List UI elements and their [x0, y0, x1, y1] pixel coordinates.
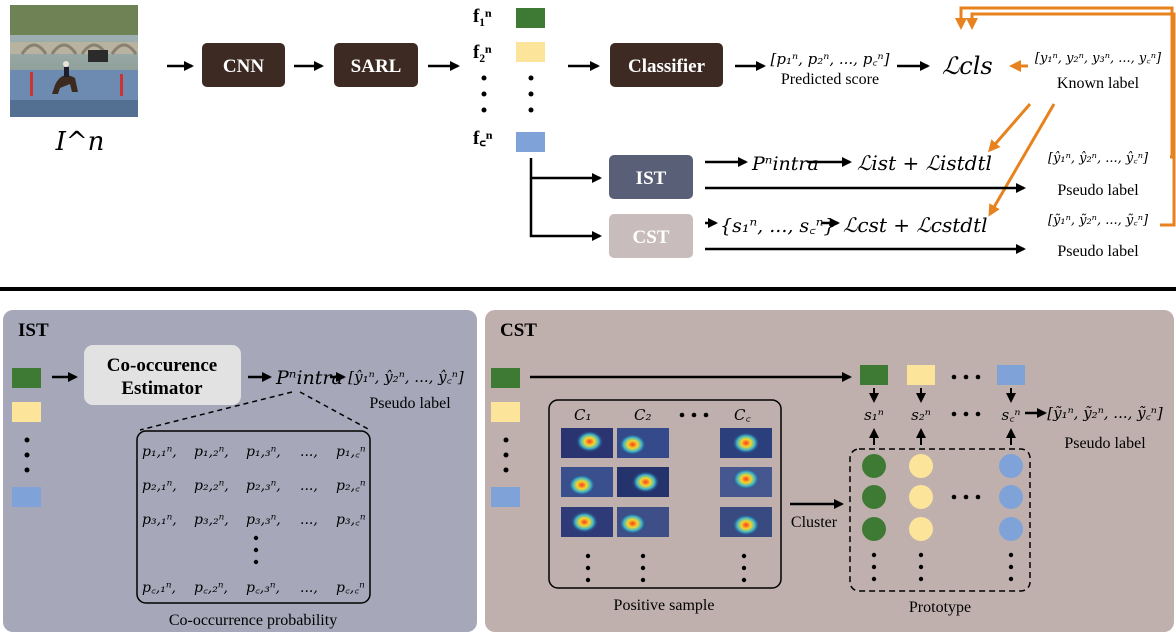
matrix-cell: ...,	[300, 512, 318, 528]
predicted-vector: [p₁ⁿ, p₂ⁿ, ..., p꜀ⁿ]	[771, 50, 890, 68]
feature-block-yellow	[516, 42, 545, 62]
matrix-cell: p₂,₂ⁿ,	[194, 478, 229, 494]
class-header-c: C꜀	[734, 406, 751, 424]
matrix-cell: p₃,₂ⁿ,	[194, 512, 229, 528]
prototype-circles	[862, 454, 1023, 541]
known-label-vector: [y₁ⁿ, y₂ⁿ, y₃ⁿ, ..., y꜀ⁿ]	[1035, 51, 1162, 66]
co-occurrence-matrix	[136, 430, 371, 604]
cst-panel-tilde-vector: [ỹ₁ⁿ, ỹ₂ⁿ, ..., ỹ꜀ⁿ]	[1047, 404, 1163, 422]
input-caption: I^n	[55, 127, 105, 157]
svg-text:Classifier: Classifier	[628, 56, 706, 77]
s-set: {s₁ⁿ, ..., s꜀ⁿ}	[720, 215, 836, 237]
loss-ist: ℒist + ℒistdtl	[857, 151, 992, 175]
positive-sample-label: Positive sample	[614, 597, 715, 614]
ist-panel-pseudo-label: Pseudo label	[369, 395, 451, 412]
heatmap-thumbnail	[561, 467, 613, 497]
score-s2: s₂ⁿ	[911, 406, 931, 424]
positive-sample-box	[548, 399, 782, 589]
feature-label-1: f₁ⁿ	[473, 6, 492, 27]
heatmap-thumbnail	[720, 507, 772, 537]
svg-text:IST: IST	[636, 168, 667, 189]
matrix-cell: p₃,₁ⁿ,	[142, 512, 177, 528]
ist-panel-title: IST	[18, 320, 49, 341]
feature-vdots	[481, 75, 534, 113]
co-occurrence-estimator	[84, 345, 241, 405]
heatmap-thumbnail	[720, 428, 772, 458]
p-intra-top: Pⁿintra	[751, 153, 819, 175]
matrix-cell: p₁,₁ⁿ,	[142, 444, 177, 460]
matrix-cell: p₂,₁ⁿ,	[142, 478, 177, 494]
cst-tilde-vector: [ỹ₁ⁿ, ỹ₂ⁿ, ..., ỹ꜀ⁿ]	[1048, 213, 1149, 228]
cst-panel: CST C₁ C₂ C꜀ Positive sample Cluster s₁ⁿ…	[485, 310, 1174, 632]
ist-pseudo-label: Pseudo label	[1057, 182, 1139, 199]
class-header-2: C₂	[634, 406, 652, 424]
matrix-cell: ...,	[300, 478, 318, 494]
ist-block: IST	[609, 155, 693, 199]
matrix-cell: p₁,₂ⁿ,	[194, 444, 229, 460]
matrix-cell: p₁,₃ⁿ,	[246, 444, 281, 460]
input-image	[10, 5, 138, 117]
predicted-score-label: Predicted score	[781, 71, 879, 88]
cst-block: CST	[609, 214, 693, 258]
svg-text:CST: CST	[633, 227, 670, 248]
matrix-cell: p₂,₃ⁿ,	[246, 478, 281, 494]
matrix-cell: p꜀,₁ⁿ,	[142, 580, 176, 596]
heatmap-thumbnail	[720, 467, 772, 497]
svg-text:Co-occurence: Co-occurence	[107, 355, 217, 376]
feature-block-blue	[516, 132, 545, 152]
svg-text:SARL: SARL	[351, 56, 402, 77]
cnn-block: CNN	[202, 43, 285, 87]
ist-panel: IST Co-occurence Estimator Pⁿintra [ŷ₁ⁿ,…	[3, 310, 477, 632]
cluster-label: Cluster	[791, 514, 838, 531]
loss-cst: ℒcst + ℒcstdtl	[843, 213, 988, 237]
sarl-block: SARL	[334, 43, 418, 87]
cst-panel-title: CST	[500, 320, 537, 341]
score-s1: s₁ⁿ	[864, 406, 884, 424]
prototype-box	[849, 448, 1031, 592]
classifier-block: Classifier	[610, 43, 723, 87]
prototype-label: Prototype	[909, 599, 971, 616]
feature-label-c: f꜀ⁿ	[473, 128, 493, 149]
heatmap-thumbnail	[561, 507, 613, 537]
matrix-cell: p꜀,₂ⁿ,	[194, 580, 228, 596]
svg-text:Estimator: Estimator	[121, 378, 203, 399]
cst-panel-pseudo-label: Pseudo label	[1064, 435, 1146, 452]
p-intra-ist: Pⁿintra	[275, 367, 343, 389]
known-label-text: Known label	[1057, 75, 1140, 92]
class-header-1: C₁	[574, 406, 592, 424]
matrix-cell: p꜀,꜀ⁿ	[336, 580, 365, 596]
heatmap-thumbnail	[561, 428, 613, 458]
matrix-cell: p₃,₃ⁿ,	[246, 512, 281, 528]
score-sc: s꜀ⁿ	[1002, 406, 1021, 424]
matrix-cell: p₂,꜀ⁿ	[336, 478, 366, 494]
matrix-cell: ...,	[300, 580, 318, 596]
matrix-cell: p꜀,₃ⁿ,	[246, 580, 280, 596]
heatmap-thumbnail	[617, 467, 669, 497]
heatmap-thumbnail	[617, 428, 669, 458]
matrix-cell: ...,	[300, 444, 318, 460]
co-occurrence-caption: Co-occurrence probability	[169, 612, 337, 629]
feature-label-2: f₂ⁿ	[473, 42, 492, 63]
matrix-cell: p₁,꜀ⁿ	[336, 444, 366, 460]
loss-cls: ℒcls	[942, 52, 993, 80]
cst-pseudo-label: Pseudo label	[1057, 243, 1139, 260]
ist-panel-hat-vector: [ŷ₁ⁿ, ŷ₂ⁿ, ..., ŷ꜀ⁿ]	[348, 368, 464, 386]
ist-hat-vector: [ŷ₁ⁿ, ŷ₂ⁿ, ..., ŷ꜀ⁿ]	[1048, 151, 1149, 166]
svg-text:CNN: CNN	[223, 56, 264, 77]
feature-block-green	[516, 8, 545, 28]
heatmap-thumbnail	[617, 507, 669, 537]
matrix-cell: p₃,꜀ⁿ	[336, 512, 366, 528]
